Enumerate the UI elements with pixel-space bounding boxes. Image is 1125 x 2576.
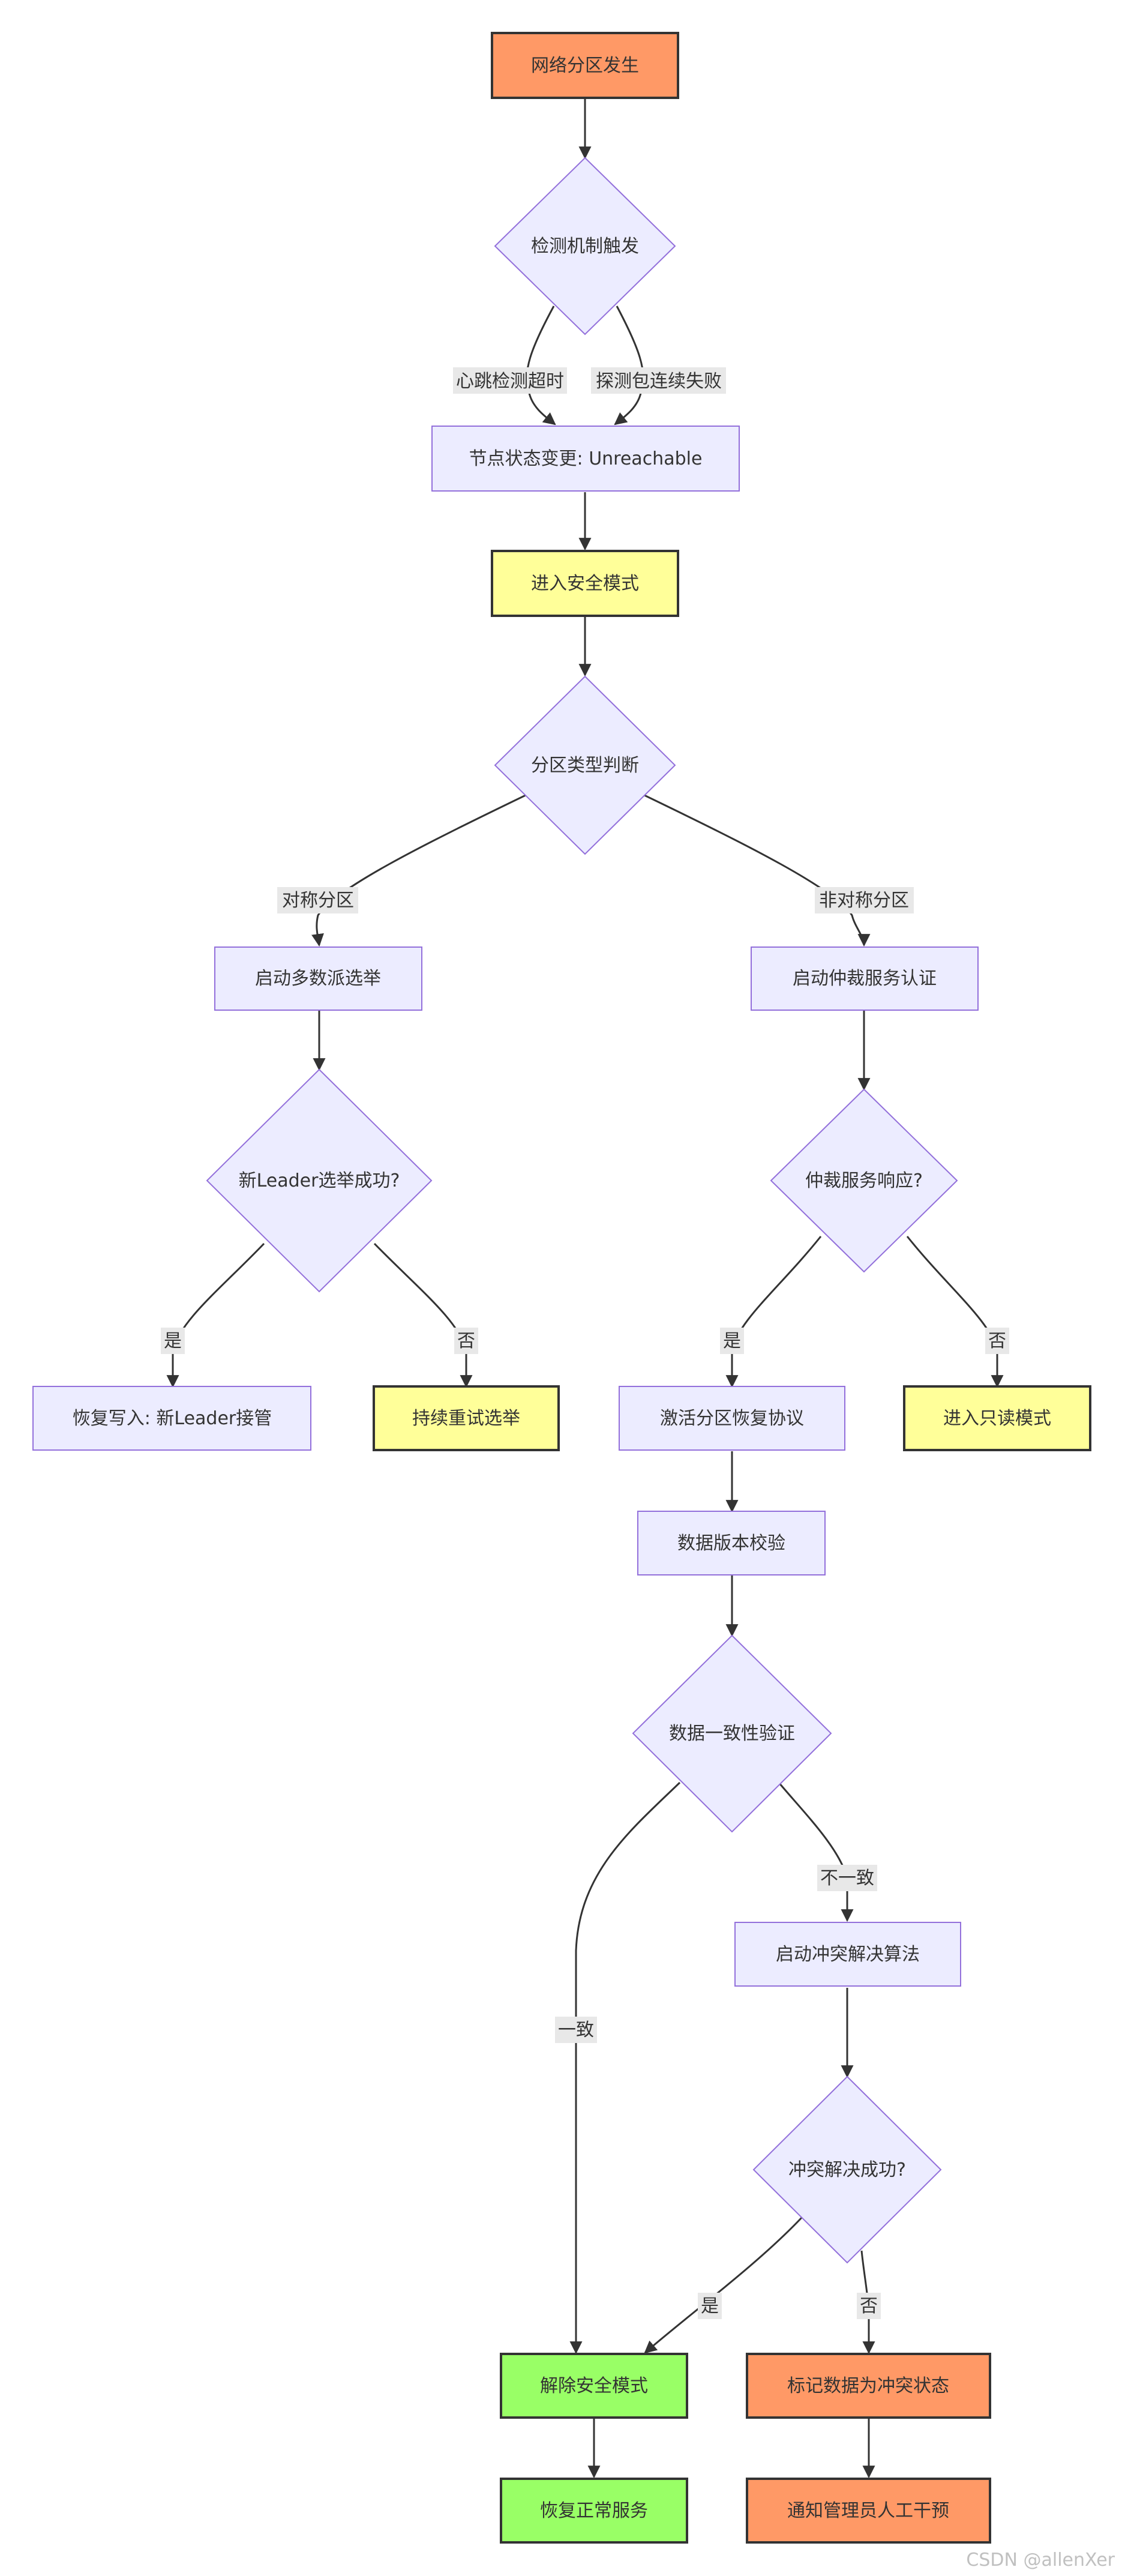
edge-response-yes <box>725 1236 822 1388</box>
edge-label-leader-no-text: 否 <box>457 1331 475 1352</box>
node-partition-type: 分区类型判断 <box>494 675 676 855</box>
edge-label-arbiter-yes-text: 是 <box>723 1331 741 1352</box>
node-conflict-resolved: 冲突解决成功? <box>752 2075 942 2264</box>
node-partition-occurs-label: 网络分区发生 <box>531 55 639 76</box>
watermark-text: CSDN @allenXer <box>966 2550 1115 2571</box>
edge-label-leader-yes-text: 是 <box>164 1331 182 1352</box>
edge-label-heartbeat-timeout-text: 心跳检测超时 <box>456 371 564 392</box>
edge-label-arbiter-no-text: 否 <box>988 1331 1006 1352</box>
node-retry-election-label: 持续重试选举 <box>412 1408 520 1429</box>
edge-type-symmetric <box>311 794 526 947</box>
node-mark-conflict: 标记数据为冲突状态 <box>746 2353 991 2419</box>
edge-detect-probe <box>614 305 644 426</box>
node-conflict-resolution: 启动冲突解决算法 <box>734 1922 961 1987</box>
node-exit-safe-mode: 解除安全模式 <box>500 2353 688 2419</box>
node-resume-write-label: 恢复写入: 新Leader接管 <box>73 1408 272 1429</box>
edge-label-asymmetric: 非对称分区 <box>815 887 914 913</box>
node-detect-trigger: 检测机制触发 <box>494 157 676 336</box>
node-enter-safe-mode-label: 进入安全模式 <box>531 573 639 594</box>
node-activate-recovery: 激活分区恢复协议 <box>619 1386 845 1451</box>
node-arbiter-auth-label: 启动仲裁服务认证 <box>793 968 937 989</box>
node-leader-elected: 新Leader选举成功? <box>206 1068 433 1293</box>
node-conflict-resolved-label: 冲突解决成功? <box>788 2159 906 2180</box>
edge-leader-no <box>373 1242 473 1388</box>
edge-label-resolve-no-text: 否 <box>860 2296 878 2317</box>
edge-label-inconsistent-text: 不一致 <box>820 1868 874 1889</box>
node-read-only-mode-label: 进入只读模式 <box>943 1408 1051 1429</box>
edge-label-consistent-text: 一致 <box>558 2020 594 2041</box>
node-partition-type-label: 分区类型判断 <box>531 755 639 776</box>
node-resume-write: 恢复写入: 新Leader接管 <box>32 1386 311 1451</box>
nodes: 网络分区发生 检测机制触发 节点状态变更: Unreachable 进入安全模式… <box>32 32 1091 2544</box>
node-conflict-resolution-label: 启动冲突解决算法 <box>776 1944 920 1965</box>
edge-label-resolve-no: 否 <box>857 2293 881 2319</box>
node-arbiter-response: 仲裁服务响应? <box>770 1088 958 1273</box>
node-leader-elected-label: 新Leader选举成功? <box>239 1170 400 1191</box>
edge-label-heartbeat-timeout: 心跳检测超时 <box>453 367 567 394</box>
edge-response-no <box>906 1236 1004 1388</box>
edge-label-symmetric: 对称分区 <box>277 887 358 913</box>
edge-label-resolve-yes: 是 <box>698 2293 722 2319</box>
edge-type-asymmetric <box>644 794 871 947</box>
node-notify-admin: 通知管理员人工干预 <box>746 2478 991 2544</box>
edge-label-leader-no: 否 <box>454 1328 478 1354</box>
edge-detect-heartbeat <box>526 305 556 426</box>
node-enter-safe-mode: 进入安全模式 <box>491 550 679 617</box>
node-arbiter-response-label: 仲裁服务响应? <box>805 1170 923 1191</box>
node-majority-election: 启动多数派选举 <box>214 946 422 1011</box>
node-resume-service-label: 恢复正常服务 <box>540 2500 648 2521</box>
node-arbiter-auth: 启动仲裁服务认证 <box>751 946 979 1011</box>
node-resume-service: 恢复正常服务 <box>500 2478 688 2544</box>
node-detect-trigger-label: 检测机制触发 <box>531 236 639 257</box>
node-unreachable: 节点状态变更: Unreachable <box>431 426 740 492</box>
edge-label-inconsistent: 不一致 <box>817 1865 877 1891</box>
node-notify-admin-label: 通知管理员人工干预 <box>787 2500 949 2521</box>
edge-label-asymmetric-text: 非对称分区 <box>819 890 909 911</box>
edge-label-arbiter-no: 否 <box>985 1328 1009 1354</box>
node-consistency-verify-label: 数据一致性验证 <box>669 1723 795 1744</box>
edge-label-resolve-yes-text: 是 <box>701 2296 719 2317</box>
node-partition-occurs: 网络分区发生 <box>491 32 679 99</box>
node-exit-safe-mode-label: 解除安全模式 <box>540 2376 648 2397</box>
edge-resolved-yes <box>644 2216 803 2354</box>
node-data-version-check-label: 数据版本校验 <box>677 1533 785 1554</box>
node-mark-conflict-label: 标记数据为冲突状态 <box>787 2376 949 2397</box>
edge-leader-yes <box>166 1242 265 1388</box>
node-data-version-check: 数据版本校验 <box>637 1511 826 1575</box>
node-unreachable-label: 节点状态变更: Unreachable <box>469 448 703 469</box>
node-activate-recovery-label: 激活分区恢复协议 <box>660 1408 804 1429</box>
node-consistency-verify: 数据一致性验证 <box>632 1634 832 1833</box>
node-majority-election-label: 启动多数派选举 <box>255 968 381 989</box>
edge-labels: 心跳检测超时 探测包连续失败 对称分区 非对称分区 是 否 是 否 <box>161 367 1009 2319</box>
edge-label-probe-fail-text: 探测包连续失败 <box>596 371 722 392</box>
edge-consistency-consistent <box>569 1781 681 2355</box>
edge-consistency-inconsistent <box>778 1782 854 1922</box>
node-retry-election: 持续重试选举 <box>373 1385 560 1451</box>
edge-label-leader-yes: 是 <box>161 1328 185 1354</box>
edge-label-probe-fail: 探测包连续失败 <box>591 367 726 394</box>
edge-label-consistent: 一致 <box>555 2017 597 2043</box>
edge-label-arbiter-yes: 是 <box>720 1328 744 1354</box>
edge-label-symmetric-text: 对称分区 <box>282 890 354 911</box>
node-read-only-mode: 进入只读模式 <box>903 1385 1091 1451</box>
